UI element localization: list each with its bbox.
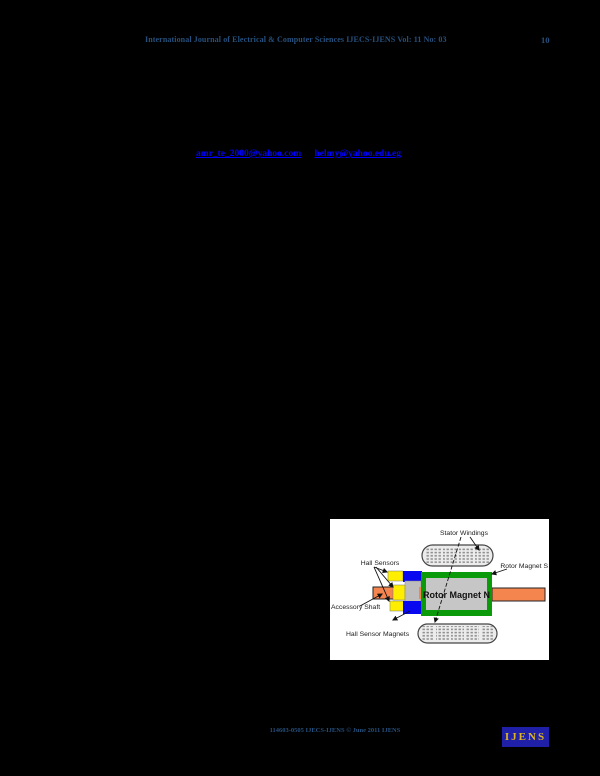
rotor-magnet-s-label: Rotor Magnet S bbox=[500, 563, 548, 570]
journal-header-title: International Journal of Electrical & Co… bbox=[145, 35, 447, 44]
sensor-hub bbox=[404, 580, 422, 604]
hall-magnet-bottom bbox=[403, 601, 422, 614]
stator-arrow-right bbox=[469, 536, 480, 551]
email-link-1[interactable]: amr_te_2000@yahoo.com bbox=[196, 149, 302, 159]
rotor-magnet-n-label: Rotor Magnet N bbox=[423, 590, 490, 600]
hall-magnet-arrow bbox=[392, 610, 411, 621]
ijens-logo-text: IJENS bbox=[504, 731, 547, 743]
hall-sensor-magnets-label: Hall Sensor Magnets bbox=[346, 631, 410, 638]
email-link-2[interactable]: helmy@yahoo.edu.eg bbox=[314, 149, 401, 159]
accessory-shaft-arrow bbox=[359, 593, 383, 607]
hall-sensors-label: Hall Sensors bbox=[361, 560, 400, 567]
hall-magnet-top bbox=[403, 571, 422, 582]
accessory-shaft-label: Accessory Shaft bbox=[331, 604, 380, 611]
motor-diagram-figure: Rotor Magnet N Stator Windings Hall Sens… bbox=[330, 519, 549, 660]
stator-winding-top bbox=[421, 544, 494, 567]
hall-sensor-top bbox=[387, 570, 404, 582]
hall-sensor-bottom bbox=[389, 600, 406, 612]
stator-dashed-arrow bbox=[433, 536, 462, 624]
hall-sensor-assembly bbox=[387, 570, 423, 614]
page-number: 10 bbox=[541, 35, 550, 45]
annotation-arrows bbox=[359, 536, 508, 624]
stator-winding-bottom bbox=[417, 623, 498, 644]
stator-windings-label: Stator Windings bbox=[440, 530, 489, 537]
motor-diagram-svg: Rotor Magnet N Stator Windings Hall Sens… bbox=[331, 530, 548, 644]
author-email-links: amr_te_2000@yahoo.com helmy@yahoo.edu.eg bbox=[196, 149, 412, 159]
ijens-logo: IJENS bbox=[502, 727, 549, 747]
footer-citation: 114603-0505 IJECS-IJENS © June 2011 IJEN… bbox=[269, 727, 401, 734]
rotor-s-arrow bbox=[490, 568, 508, 576]
hall-sensor-arrow-3 bbox=[373, 566, 390, 602]
shaft-right bbox=[491, 587, 546, 602]
hall-sensor-arrow-2 bbox=[375, 566, 394, 588]
rotor-magnet-block: Rotor Magnet N bbox=[421, 572, 492, 616]
hall-sensor-mid bbox=[392, 584, 406, 601]
